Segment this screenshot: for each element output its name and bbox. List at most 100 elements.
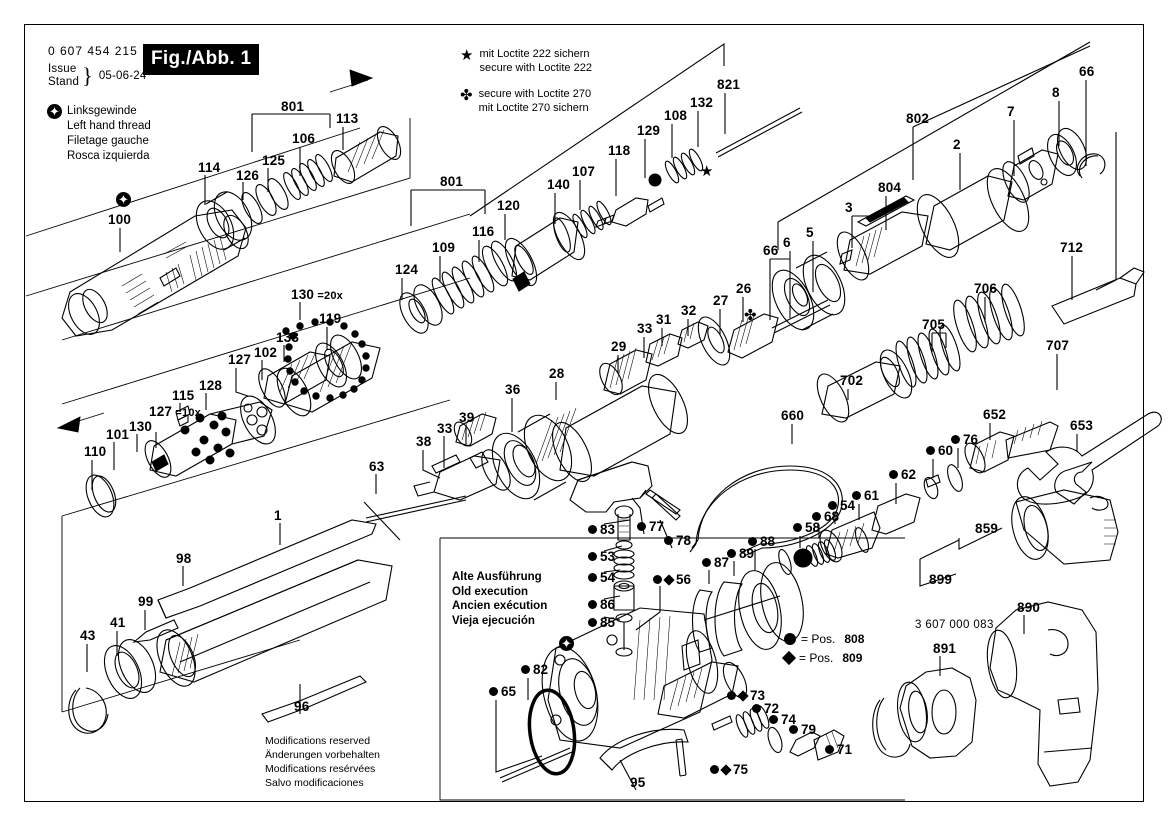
callout-label: 39	[459, 410, 475, 425]
callout-5: 5	[806, 225, 814, 240]
callout-label: 660	[781, 408, 805, 423]
diamond-marker-icon	[720, 763, 732, 776]
mods-line-de: Änderungen vorbehalten	[265, 748, 381, 761]
callout-87: 87	[702, 555, 729, 570]
callout-31: 31	[656, 312, 671, 327]
part-54b-spring	[613, 549, 635, 580]
part-859-collar	[1011, 489, 1119, 565]
callout-140: 140	[547, 177, 570, 192]
document-part-number: 0 607 454 215	[48, 44, 138, 58]
callout-label: 129	[637, 123, 661, 138]
callout-116: 116	[472, 224, 494, 239]
part-120-cup	[504, 211, 586, 292]
circle-marker-icon	[752, 704, 761, 713]
callout-74: 74	[769, 712, 796, 727]
callout-43: 43	[80, 628, 95, 643]
part-7-endplate	[1002, 147, 1059, 203]
circle-marker-icon	[664, 536, 673, 545]
callout-label: 99	[138, 594, 154, 609]
callout-65: 65	[489, 684, 516, 699]
modifications-notice: Modifications reserved Änderungen vorbeh…	[265, 735, 380, 790]
circle-marker-icon	[653, 575, 662, 584]
callout-61: 61	[852, 488, 879, 503]
alte-line-fr: Ancien exécution	[452, 600, 548, 613]
callout-66: 66	[1079, 64, 1094, 79]
circle-marker-icon	[637, 522, 646, 531]
callout-98: 98	[176, 551, 191, 566]
callout-suffix: =10x	[172, 407, 201, 419]
callout-label: 33	[637, 321, 653, 336]
part-61-oring	[854, 527, 870, 553]
callout-108: 108	[664, 108, 687, 123]
position-marker-legend: = Pos. 808 = Pos. 809	[781, 630, 864, 667]
callout-label: 113	[336, 111, 359, 126]
callout-label: 125	[262, 153, 286, 168]
loctite270-line-de: mit Loctite 270 sichern	[478, 101, 589, 114]
callout-120: 120	[497, 198, 520, 213]
part-115-part	[175, 405, 191, 427]
issue-date: 05-06-24	[98, 69, 147, 82]
part-75-pin	[675, 738, 687, 777]
part-27-disc	[697, 316, 731, 366]
callout-127: 127 =10x	[149, 404, 201, 419]
callout-33: 33	[437, 421, 452, 436]
callout-130: 130	[129, 419, 152, 434]
callout-label: 124	[395, 262, 419, 277]
callout-label: 119	[319, 311, 342, 326]
callout-label: 33	[437, 421, 453, 436]
part-707-wrench	[1016, 411, 1162, 505]
callout-label: 89	[739, 546, 755, 561]
callout-60: 60	[926, 443, 953, 458]
callout-801: 801	[440, 174, 463, 189]
part-28-sleeve	[551, 373, 689, 483]
lht-marker-56	[559, 636, 574, 656]
loctite222-line-en: secure with Loctite 222	[479, 61, 592, 74]
callout-label: 72	[764, 701, 780, 716]
callout-133: 133	[276, 330, 299, 345]
part-101-shaft	[144, 395, 276, 478]
callout-118: 118	[608, 143, 630, 158]
callout-712: 712	[1060, 240, 1083, 255]
callout-label: 8	[1052, 85, 1060, 100]
diamond-marker-icon	[663, 573, 675, 586]
callout-890: 890	[1017, 600, 1040, 615]
callout-label: 54	[600, 570, 616, 585]
callout-802: 802	[906, 111, 929, 126]
callout-label: 707	[1046, 338, 1070, 353]
callout-suffix: =20x	[314, 290, 343, 302]
alte-line-de: Alte Ausführung	[452, 571, 542, 583]
callout-label: 60	[938, 443, 954, 458]
mods-line-en: Modifications reserved	[265, 735, 371, 747]
circle-marker-icon	[702, 558, 711, 567]
old-execution-legend: Alte Ausführung Old execution Ancien exé…	[452, 570, 547, 629]
part-109-spring	[431, 255, 495, 315]
callout-75: 75	[710, 762, 748, 777]
circle-marker-icon	[727, 549, 736, 558]
part-821-rod	[715, 107, 801, 154]
callout-82: 82	[521, 662, 548, 677]
circle-marker-icon	[926, 446, 935, 455]
callout-29: 29	[611, 339, 626, 354]
callout-85: 85	[588, 615, 615, 630]
lht-line-es: Rosca izquierda	[67, 149, 150, 162]
callout-126: 126	[236, 168, 259, 183]
lht-line-en: Left hand thread	[67, 119, 151, 132]
part-56-valve-body	[541, 607, 719, 749]
alte-line-es: Vieja ejecución	[452, 615, 535, 628]
callout-110: 110	[84, 444, 106, 459]
pos-809-number: 809	[842, 650, 863, 665]
callout-99: 99	[138, 594, 153, 609]
callout-113: 113	[336, 111, 358, 126]
callout-label: 66	[763, 243, 779, 258]
callout-label: 705	[922, 317, 946, 332]
part-653-clip	[1054, 461, 1093, 505]
callout-label: 120	[497, 198, 521, 213]
part-891-collar	[872, 667, 977, 759]
callout-label: 36	[505, 382, 521, 397]
callout-58: 58	[793, 520, 820, 535]
callout-label: 706	[974, 281, 998, 296]
callout-label: 804	[878, 180, 902, 195]
callout-77: 77	[637, 519, 664, 534]
part-706-spring	[953, 283, 1025, 353]
circle-marker-icon	[588, 525, 597, 534]
